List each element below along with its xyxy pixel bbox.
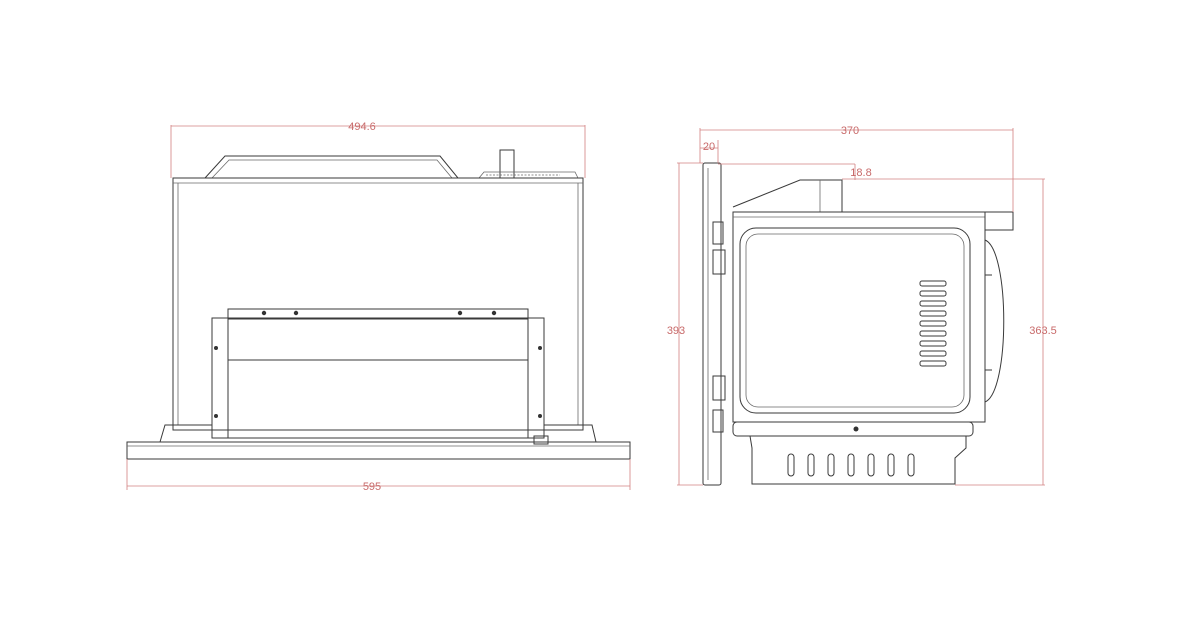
dim-offset-label: 18.8 [850,167,871,179]
screw [538,346,542,350]
screw [293,310,299,316]
rear-bulge [984,239,1005,403]
hinge-top [712,221,724,245]
dim-total-height-label: 393 [667,325,685,337]
dim-body-height-label: 363.5 [1029,325,1057,337]
top-vent [203,155,460,179]
latch [533,435,549,445]
bottom-rail [732,421,974,437]
side-front-panel [702,162,722,486]
screw [261,310,267,316]
screw [457,310,463,316]
base-flange [159,424,597,443]
rear-bracket [984,211,1014,231]
lower-chassis [749,435,967,485]
drawer-box [211,317,545,439]
dim-frame-thickness-label: 20 [703,141,715,153]
side-view: 370 20 18.8 393 363.5 [667,125,1057,486]
front-view: 494.6 595 [126,121,631,493]
side-clip [712,375,726,401]
drawer-top-rail [227,308,529,320]
side-door-outline [739,227,971,414]
front-body [172,177,584,431]
vent-grille [478,171,579,179]
lower-vent-slots [787,453,915,477]
side-clip [712,249,726,275]
side-top-vent [732,179,843,212]
screw [214,346,218,350]
dim-top-width-label: 494.6 [348,121,376,133]
hinge-bottom [712,409,724,433]
connector-post [499,149,515,179]
screw [538,414,542,418]
side-body [732,211,986,423]
screw [214,414,218,418]
screw [853,426,859,432]
side-vent-slots [919,280,947,367]
front-frame [126,441,631,460]
dim-top-depth-label: 370 [841,125,859,137]
screw [491,310,497,316]
dim-bottom-width-label: 595 [363,481,381,493]
